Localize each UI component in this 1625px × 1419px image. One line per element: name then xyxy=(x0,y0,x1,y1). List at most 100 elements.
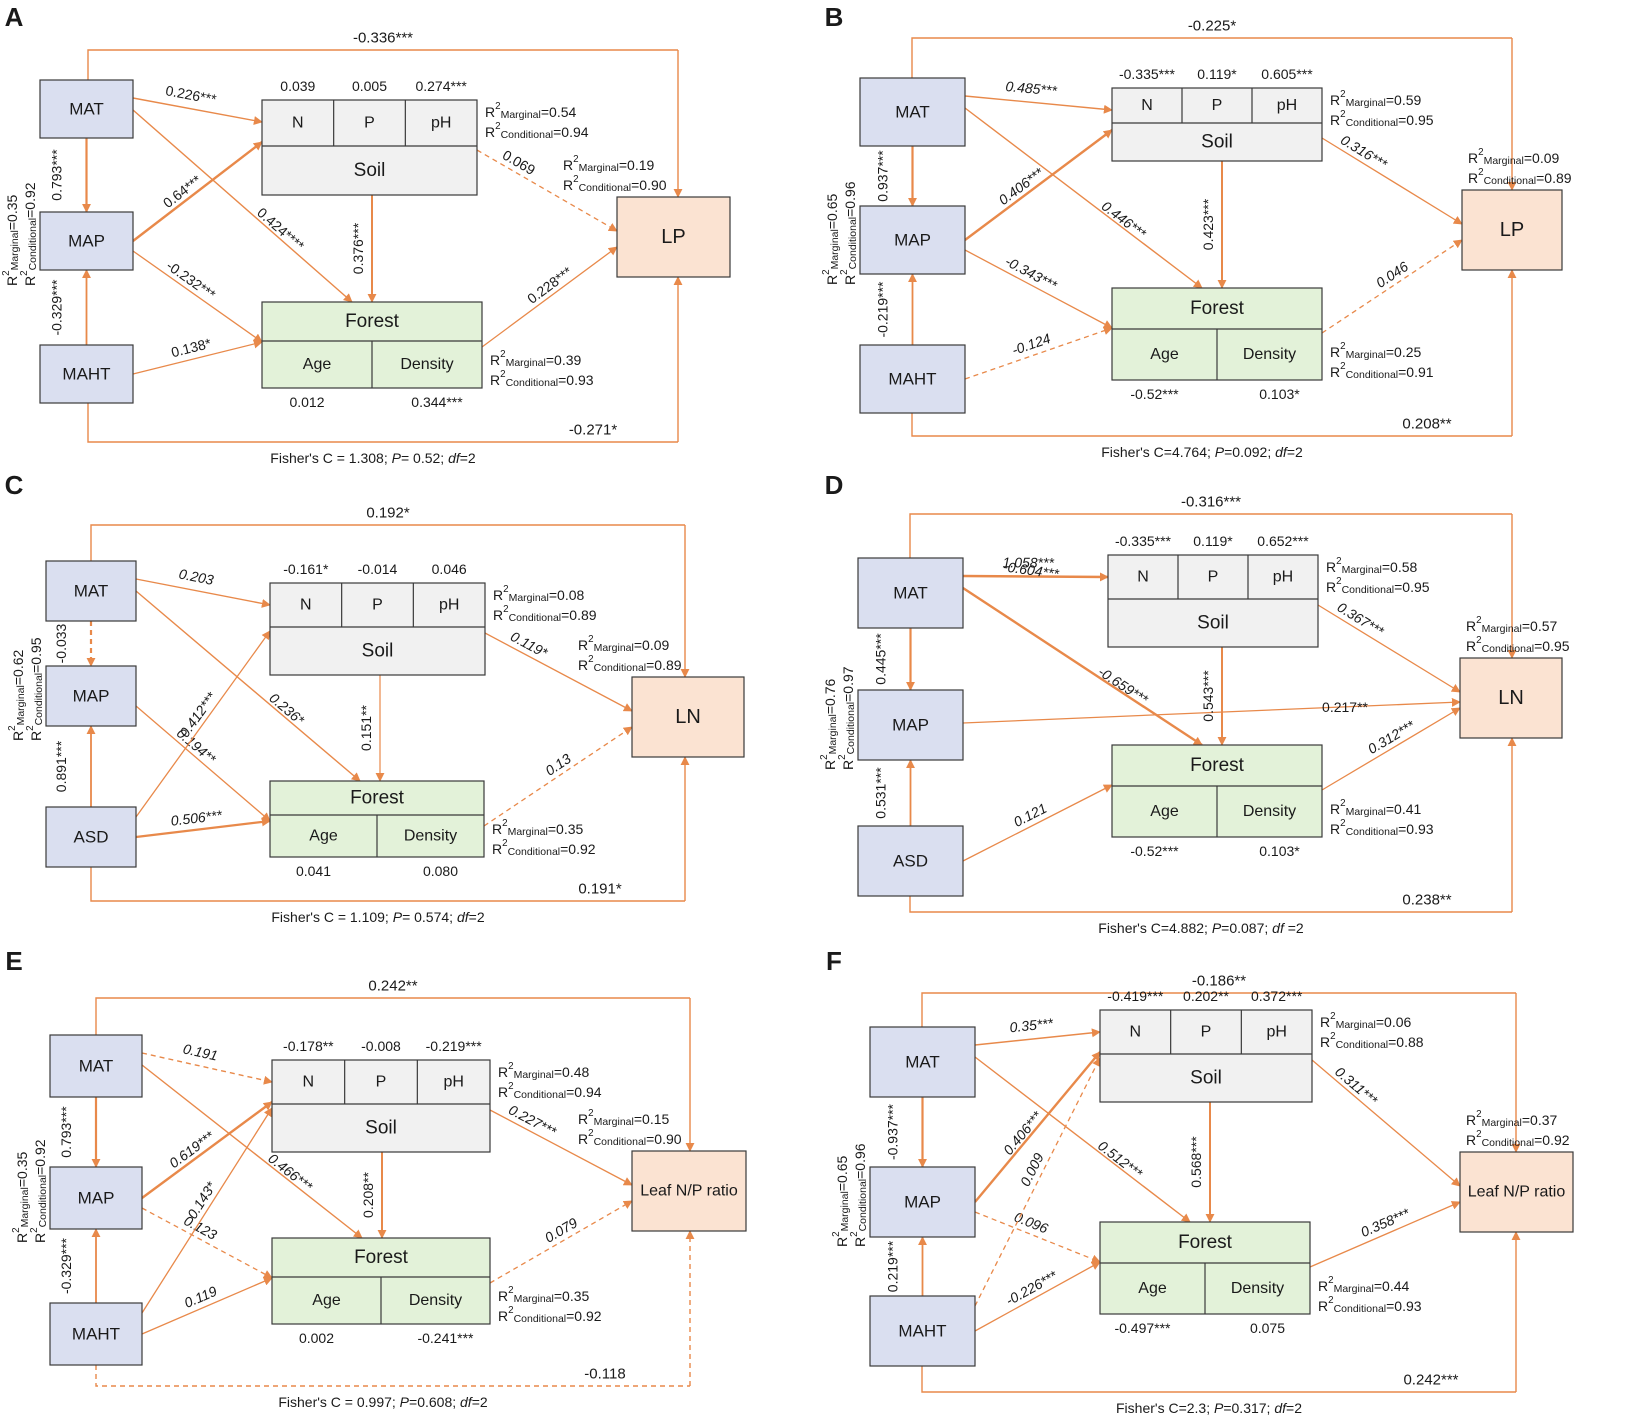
soil-cell-n: N xyxy=(292,115,304,132)
fisher-dfvalue: =2 xyxy=(1284,920,1304,936)
bottom-path-coefficient: 0.238** xyxy=(1402,892,1451,909)
soil-box xyxy=(1111,87,1323,162)
forest-coefficient: 0.103* xyxy=(1259,843,1300,859)
fisher-pvalue: = 0.574; xyxy=(402,909,457,925)
fisher-p: P xyxy=(1214,1400,1224,1416)
forest-cell-density: Density xyxy=(404,828,457,845)
mat-box xyxy=(39,79,134,139)
forest-title: Forest xyxy=(1190,298,1245,319)
r2-vertical-text: R2Conditional=0.96 xyxy=(849,1143,870,1247)
bottom-soil-arrow xyxy=(974,1057,1101,1307)
path-coefficient: 0.412*** xyxy=(176,689,219,740)
soil-r2-conditional: R2Conditional=0.94 xyxy=(485,121,589,142)
soil-coefficient: -0.219*** xyxy=(426,1038,483,1054)
map-label: MAP xyxy=(73,687,110,706)
map-r2-marginal: R2Marginal=0.65 xyxy=(821,194,842,285)
mat-soil-arrow xyxy=(141,1052,273,1085)
map-label: MAP xyxy=(68,232,105,251)
path-coefficient: 0.446*** xyxy=(1099,198,1150,242)
mat-soil-arrow xyxy=(132,97,263,125)
target-box xyxy=(631,676,745,758)
soil-box xyxy=(1099,1009,1313,1103)
map-r2-marginal: R2Marginal=0.62 xyxy=(7,650,28,741)
target-r2-marginal: R2Marginal=0.15 xyxy=(578,1108,669,1129)
bottom-path-coefficient: 0.242*** xyxy=(1403,1372,1458,1389)
bottom-path-line xyxy=(90,867,685,902)
panel-f: F-0.186**0.242***-0.937***0.219***R2Marg… xyxy=(826,946,1574,1416)
mat-map-coefficient: 0.793*** xyxy=(58,1106,74,1158)
path-coefficient: 0.227*** xyxy=(506,1101,559,1139)
path-coefficient: 0.123 xyxy=(181,1212,220,1243)
r2-vertical-text: R2Conditional=0.95 xyxy=(25,637,46,741)
bottom-forest-arrow xyxy=(974,1261,1101,1332)
soil-coefficient: -0.335*** xyxy=(1115,533,1172,549)
forest-target-arrow xyxy=(489,1200,633,1284)
mat-soil-arrow xyxy=(964,95,1113,114)
forest-target-arrow xyxy=(1309,1201,1461,1268)
forest-coefficient: -0.52*** xyxy=(1130,386,1179,402)
map-r2-marginal: R2Marginal=0.35 xyxy=(1,195,22,286)
target-r2-marginal: R2Marginal=0.37 xyxy=(1466,1109,1557,1130)
mat-box xyxy=(857,557,964,629)
bottom-path-coefficient: -0.271* xyxy=(569,422,618,439)
target-label: Leaf N/P ratio xyxy=(1468,1184,1566,1201)
target-label: Leaf N/P ratio xyxy=(640,1183,738,1200)
map-r2-marginal: R2Marginal=0.65 xyxy=(831,1156,852,1247)
fisher-prefix: Fisher's C=2.3; xyxy=(1116,1400,1214,1416)
map-target-coefficient: 0.217** xyxy=(1322,699,1368,715)
top-path-line xyxy=(95,997,690,1035)
forest-target-arrow xyxy=(481,246,618,348)
path-coefficient: 0.069 xyxy=(500,147,539,179)
path-coefficient: 0.485*** xyxy=(1005,78,1058,99)
forest-coefficient: -0.497*** xyxy=(1114,1320,1171,1336)
soil-coefficient: -0.419*** xyxy=(1107,988,1164,1004)
soil-coefficient: 0.119* xyxy=(1197,66,1237,82)
bottom-forest-arrow xyxy=(962,784,1113,862)
path-coefficient: 0.312*** xyxy=(1365,717,1418,757)
map-box xyxy=(859,205,966,275)
forest-cell-age: Age xyxy=(1138,1280,1167,1297)
r2-vertical-text: R2Conditional=0.92 xyxy=(19,182,40,286)
soil-coefficient: 0.046 xyxy=(432,561,467,577)
mat-forest-arrow xyxy=(962,586,1203,747)
fisher-prefix: Fisher's C = 1.109; xyxy=(271,909,392,925)
forest-r2-marginal: R2Marginal=0.41 xyxy=(1330,798,1421,819)
target-r2-conditional: R2Conditional=0.92 xyxy=(1466,1129,1570,1150)
target-box xyxy=(1459,1151,1574,1233)
map-label: MAP xyxy=(904,1193,941,1212)
path-coefficient: 0.506*** xyxy=(170,807,223,829)
fisher-df: df xyxy=(1274,1400,1288,1416)
soil-forest-coefficient: 0.543*** xyxy=(1200,670,1216,722)
soil-coefficient: -0.161* xyxy=(283,561,329,577)
soil-coefficient: -0.008 xyxy=(361,1038,401,1054)
soil-r2-conditional: R2Conditional=0.95 xyxy=(1330,109,1434,130)
r2-vertical-text: R2Conditional=0.96 xyxy=(839,181,860,285)
forest-r2-conditional: R2Conditional=0.92 xyxy=(492,838,596,859)
map-r2-conditional: R2Conditional=0.96 xyxy=(839,181,860,285)
soil-cell-ph: pH xyxy=(1277,97,1297,114)
map-r2-conditional: R2Conditional=0.97 xyxy=(837,666,858,770)
fisher-pvalue: =0.608; xyxy=(409,1394,460,1410)
bottom-label: MAHT xyxy=(888,370,936,389)
map-forest-arrow xyxy=(974,1211,1101,1264)
soil-forest-coefficient: 0.423*** xyxy=(1200,198,1216,250)
soil-cell-p: P xyxy=(1208,569,1219,586)
soil-r2-conditional: R2Conditional=0.88 xyxy=(1320,1031,1424,1052)
forest-r2-conditional: R2Conditional=0.93 xyxy=(1318,1295,1422,1316)
mat-note-coefficient: -0.604*** xyxy=(1002,558,1060,582)
r2-vertical-text: R2Marginal=0.65 xyxy=(821,194,842,285)
fisher-p: P xyxy=(1215,444,1225,460)
bottom-path-line xyxy=(95,1365,690,1387)
forest-cell-density: Density xyxy=(400,356,453,373)
target-r2-marginal: R2Marginal=0.19 xyxy=(563,154,654,175)
fisher-df: df xyxy=(1275,444,1289,460)
mat-soil-arrow xyxy=(135,578,271,608)
map-soil-arrow xyxy=(132,141,263,242)
soil-target-arrow xyxy=(484,632,633,712)
soil-cell-ph: pH xyxy=(439,597,459,614)
path-coefficient: 0.228*** xyxy=(524,263,575,307)
soil-r2-conditional: R2Conditional=0.95 xyxy=(1326,576,1430,597)
fisher-df: df xyxy=(460,1394,474,1410)
soil-coefficient: 0.372*** xyxy=(1251,988,1303,1004)
bottom-path-coefficient: -0.118 xyxy=(584,1366,625,1383)
